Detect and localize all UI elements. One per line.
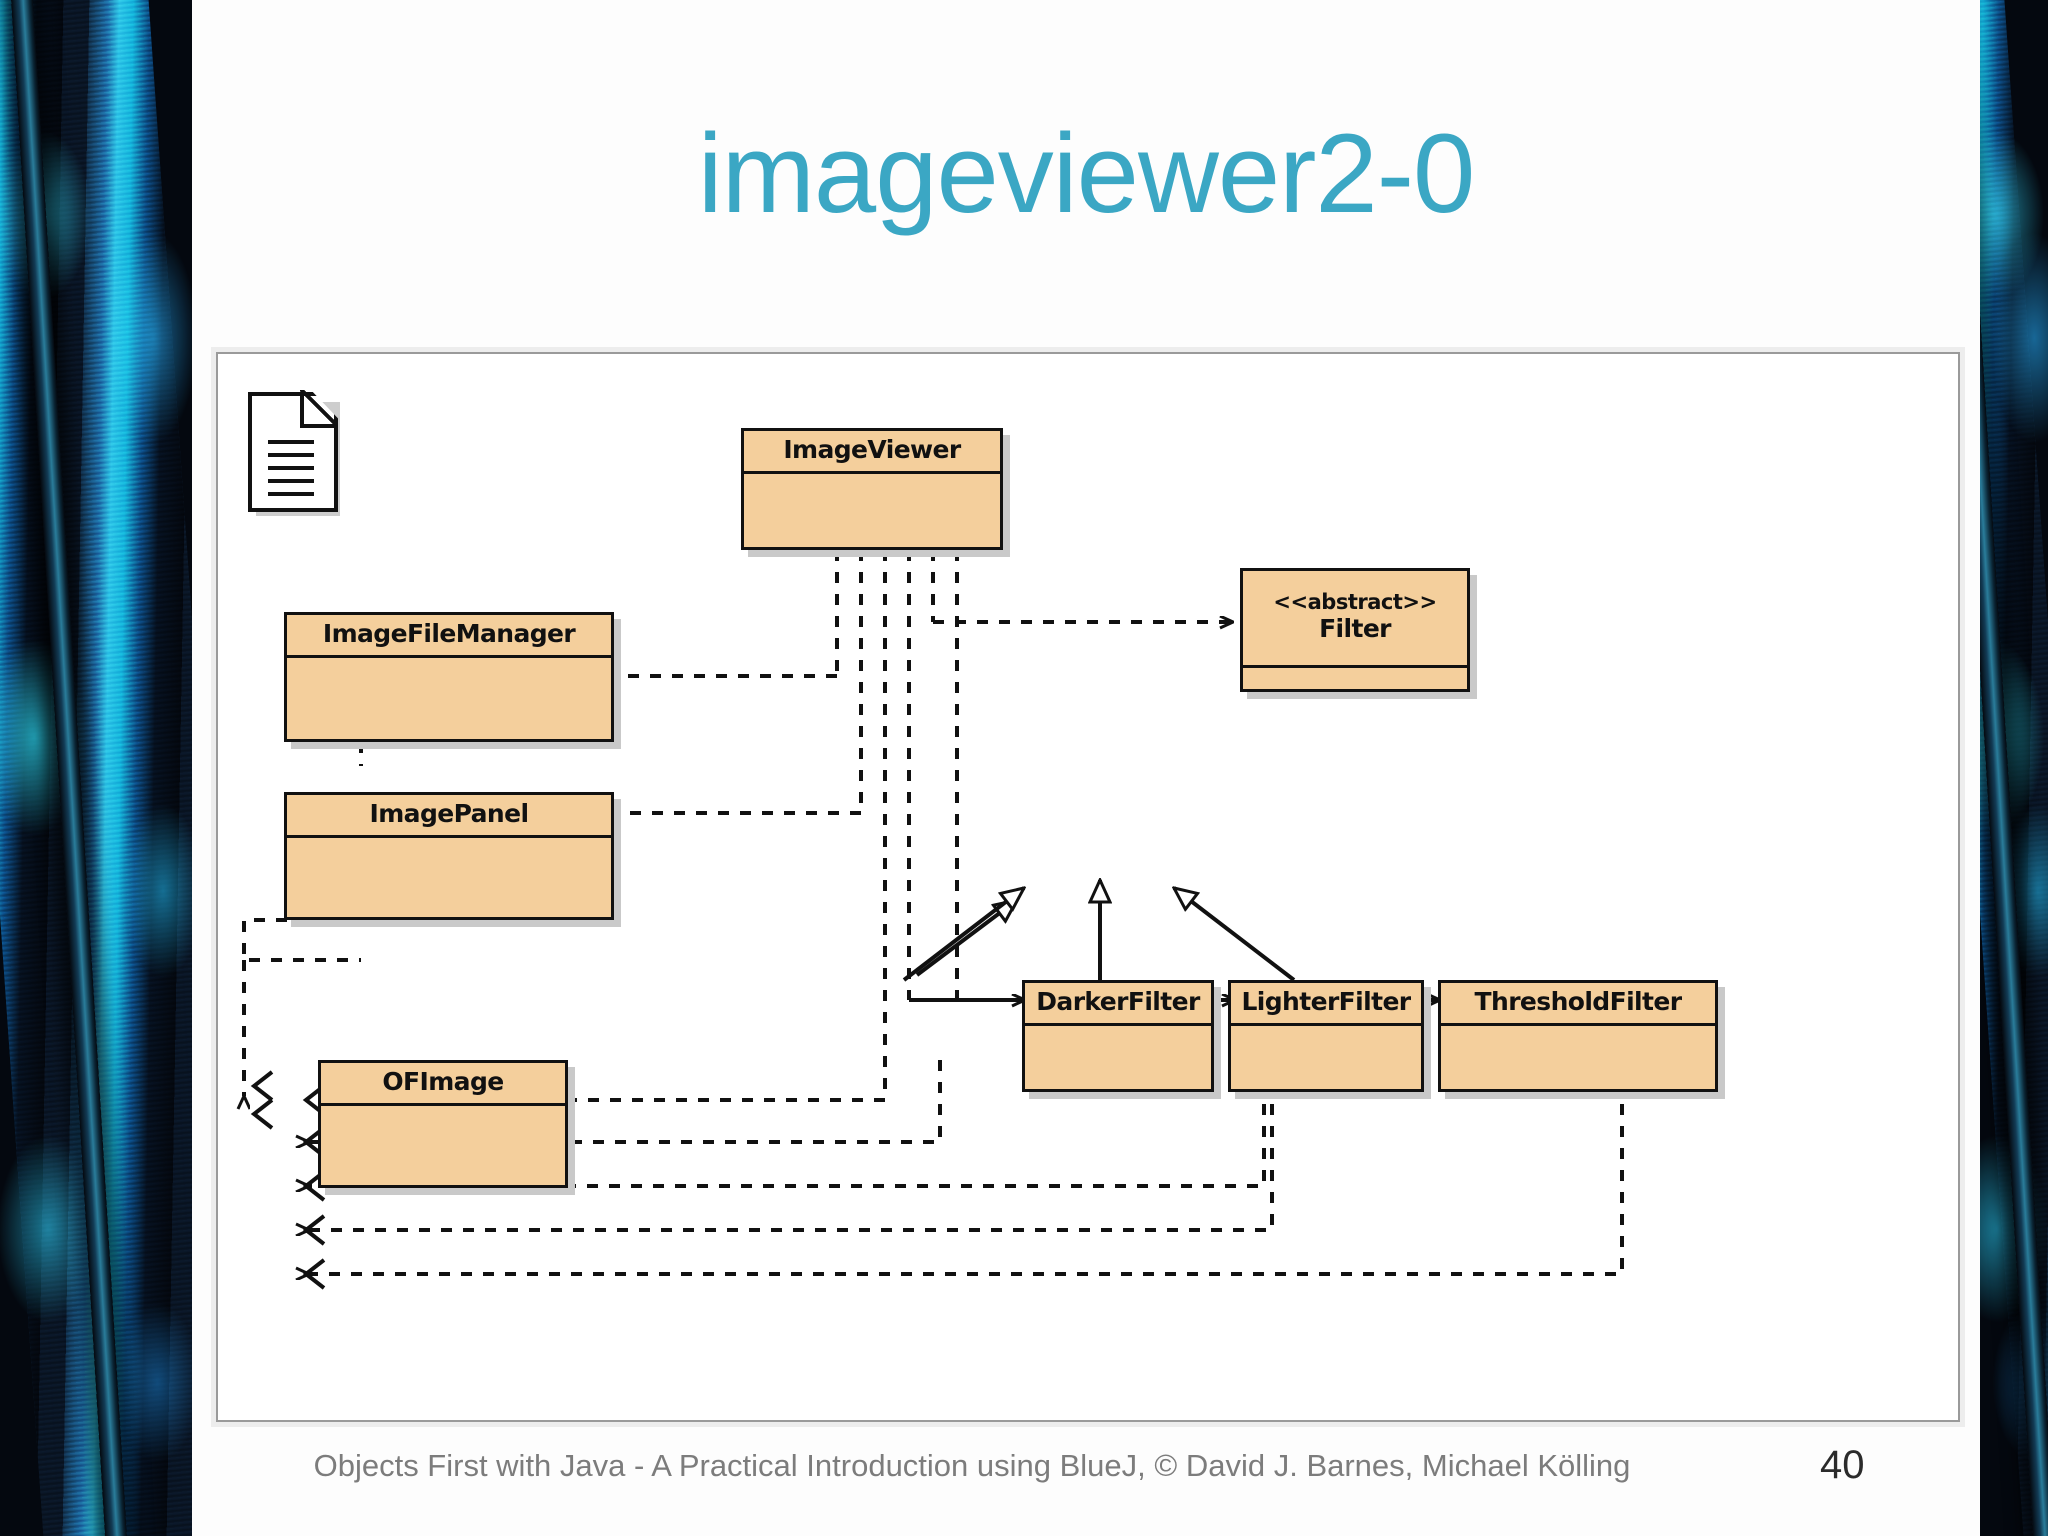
class-box-imagefilemanager[interactable]: ImageFileManager xyxy=(284,612,621,749)
note-fold-corner xyxy=(300,390,334,428)
class-name: ImagePanel xyxy=(369,799,530,828)
class-name: LighterFilter xyxy=(1241,987,1411,1016)
page-title: imageviewer2-0 xyxy=(697,111,1476,236)
class-attributes-pane xyxy=(321,1106,565,1185)
class-attributes-pane xyxy=(1025,1026,1211,1089)
class-header: DarkerFilter xyxy=(1025,983,1211,1026)
note-text-lines xyxy=(268,440,314,505)
class-attributes-pane xyxy=(1243,668,1467,689)
page-number: 40 xyxy=(1820,1443,1865,1487)
class-name: ThresholdFilter xyxy=(1474,987,1683,1016)
class-box-frame: DarkerFilter xyxy=(1022,980,1214,1092)
class-box-darkerfilter[interactable]: DarkerFilter xyxy=(1022,980,1221,1099)
class-box-frame: ImagePanel xyxy=(284,792,614,920)
class-header: OFImage xyxy=(321,1063,565,1106)
feather-texture-left xyxy=(0,0,192,1536)
slide-footer: Objects First with Java - A Practical In… xyxy=(313,1448,1631,1483)
diagram-frame: ImageViewer ImageFileManager ImagePanel xyxy=(216,352,1960,1422)
document-note-icon xyxy=(248,390,340,516)
class-header: ImagePanel xyxy=(287,795,611,838)
class-attributes-pane xyxy=(1441,1026,1715,1089)
class-attributes-pane xyxy=(744,474,1000,547)
class-name: Filter xyxy=(1319,614,1391,644)
class-attributes-pane xyxy=(287,658,611,739)
class-attributes-pane xyxy=(287,838,611,917)
class-box-imagepanel[interactable]: ImagePanel xyxy=(284,792,621,927)
class-box-frame: OFImage xyxy=(318,1060,568,1188)
class-name: DarkerFilter xyxy=(1036,987,1200,1016)
class-box-imageviewer[interactable]: ImageViewer xyxy=(741,428,1010,557)
class-box-frame: ImageViewer xyxy=(741,428,1003,550)
class-box-frame: <<abstract>> Filter xyxy=(1240,568,1470,692)
class-name: OFImage xyxy=(382,1067,504,1096)
class-header: ImageFileManager xyxy=(287,615,611,658)
class-stereotype: <<abstract>> xyxy=(1273,589,1437,614)
class-box-frame: ImageFileManager xyxy=(284,612,614,742)
class-header: ThresholdFilter xyxy=(1441,983,1715,1026)
class-header: LighterFilter xyxy=(1231,983,1421,1026)
class-box-thresholdfilter[interactable]: ThresholdFilter xyxy=(1438,980,1725,1099)
class-box-frame: ThresholdFilter xyxy=(1438,980,1718,1092)
class-header: <<abstract>> Filter xyxy=(1243,571,1467,668)
class-box-frame: LighterFilter xyxy=(1228,980,1424,1092)
class-box-filter[interactable]: <<abstract>> Filter xyxy=(1240,568,1477,699)
diagram-canvas: ImageViewer ImageFileManager ImagePanel xyxy=(224,360,1952,1414)
class-box-lighterfilter[interactable]: LighterFilter xyxy=(1228,980,1431,1099)
class-attributes-pane xyxy=(1231,1026,1421,1089)
class-name: ImageFileManager xyxy=(322,619,576,648)
feather-texture-right xyxy=(1980,0,2048,1536)
class-header: ImageViewer xyxy=(744,431,1000,474)
class-box-ofimage[interactable]: OFImage xyxy=(318,1060,575,1195)
class-name: ImageViewer xyxy=(783,435,961,464)
